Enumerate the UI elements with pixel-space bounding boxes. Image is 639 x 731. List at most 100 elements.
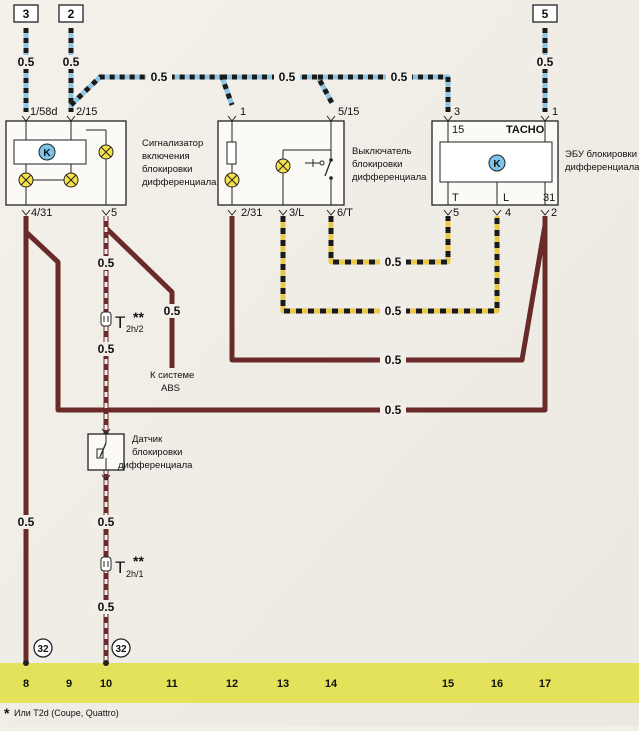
pin-label: 1 <box>240 106 246 118</box>
gauge-label: 0.5 <box>385 403 402 417</box>
bus-number: 12 <box>226 678 238 690</box>
pin-label: 1 <box>552 106 558 118</box>
svg-text:2: 2 <box>68 7 75 21</box>
gauge-label: 0.5 <box>151 70 168 84</box>
bus-number: 16 <box>491 678 503 690</box>
sensor-switch-icon <box>96 434 107 470</box>
top-terminal-3: 3 <box>13 4 39 23</box>
gauge-labels: 0.5 0.5 0.5 0.5 0.5 0.5 0.5 0.5 0.5 0.5 … <box>13 55 557 614</box>
connector-stars: ** <box>133 309 144 325</box>
bus-number: 17 <box>539 678 551 690</box>
indicator-title: дифференциала <box>142 177 217 188</box>
indicator-title: блокировки <box>142 164 193 175</box>
footnote: * Или T2d (Coupe, Quattro) <box>4 705 119 721</box>
pin-label: 6/T <box>337 207 353 219</box>
gauge-label: 0.5 <box>164 304 181 318</box>
ground-point-32: 32 <box>111 638 131 658</box>
indicator-title: включения <box>142 151 190 162</box>
pin-label: 4 <box>505 207 511 219</box>
bus-number: 15 <box>442 678 454 690</box>
svg-text:32: 32 <box>115 644 127 655</box>
gauge-label: 0.5 <box>63 55 80 69</box>
switch-title: дифференциала <box>352 172 427 183</box>
bus-number: 9 <box>66 678 72 690</box>
svg-text:ABS: ABS <box>161 383 180 394</box>
lamp-icon <box>224 172 240 188</box>
connector-t2h-1: T 2h/1 ** <box>100 553 144 579</box>
pin-label: 2/31 <box>241 207 262 219</box>
gauge-label: 0.5 <box>391 70 408 84</box>
pin-label: 1/58d <box>30 106 58 118</box>
connector-t2h-2: T 2h/2 ** <box>100 309 144 334</box>
k-relay-icon: K <box>488 154 506 172</box>
pin-label: 5 <box>453 207 459 219</box>
svg-text:3: 3 <box>23 7 30 21</box>
top-terminal-2: 2 <box>58 4 84 23</box>
lamp-icon <box>63 172 79 188</box>
connector-sub: 2h/2 <box>126 324 144 334</box>
ecu-inner-label: L <box>503 192 509 204</box>
footnote-star: * <box>4 705 10 721</box>
switch-title: Выключатель <box>352 146 412 157</box>
gauge-label: 0.5 <box>98 256 115 270</box>
indicator-unit: K 1/58d 2/15 4/31 5 Сигнализатор включе <box>5 106 217 219</box>
lamp-icon <box>18 172 34 188</box>
pin-label: 2/15 <box>76 106 97 118</box>
svg-text:5: 5 <box>542 7 549 21</box>
gauge-label: 0.5 <box>18 515 35 529</box>
gauge-label: 0.5 <box>385 304 402 318</box>
tacho-label: TACHO <box>506 124 545 136</box>
sensor-title: дифференциала <box>118 460 193 471</box>
gauge-label: 0.5 <box>98 342 115 356</box>
ecu-title: ЭБУ блокировки <box>565 149 637 160</box>
pin-label: 3/L <box>289 207 304 219</box>
lamp-icon <box>98 144 114 160</box>
lamp-icon <box>275 158 291 174</box>
lock-ecu: K 15 TACHO T L 31 3 1 5 4 2 ЭБУ блокиров… <box>431 106 639 219</box>
gauge-label: 0.5 <box>537 55 554 69</box>
indicator-title: Сигнализатор <box>142 138 203 149</box>
gauge-label: 0.5 <box>18 55 35 69</box>
gauge-label: 0.5 <box>98 600 115 614</box>
ecu-inner-label: 31 <box>543 192 555 204</box>
pin-label: 2 <box>551 207 557 219</box>
pin-label: 4/31 <box>31 207 52 219</box>
ecu-title: дифференциала <box>565 162 639 173</box>
gauge-label: 0.5 <box>279 70 296 84</box>
gauge-label: 0.5 <box>98 515 115 529</box>
bus-numbers: 8 9 10 11 12 13 14 15 16 17 <box>23 678 551 690</box>
connector-label: T <box>115 313 125 332</box>
diff-lock-sensor: Датчик блокировки дифференциала <box>87 428 193 481</box>
bus-number: 11 <box>166 678 178 690</box>
bus-number: 8 <box>23 678 29 690</box>
ecu-inner-label: 15 <box>452 124 464 136</box>
blue-wires <box>23 28 548 112</box>
svg-text:K: K <box>43 148 51 159</box>
ground-bus-bar <box>0 663 639 703</box>
sensor-title: Датчик <box>132 434 163 445</box>
ecu-inner-label: T <box>452 192 459 204</box>
connector-stars: ** <box>133 553 144 569</box>
k-relay-icon: K <box>38 143 56 161</box>
sensor-title: блокировки <box>132 447 183 458</box>
gauge-label: 0.5 <box>385 353 402 367</box>
lock-switch: 1 5/15 2/31 3/L 6/T Выключатель блокиров… <box>217 106 427 219</box>
connector-label: T <box>115 558 125 577</box>
bus-number: 14 <box>325 678 338 690</box>
svg-text:К системе: К системе <box>150 370 194 381</box>
brown-wires <box>23 216 548 663</box>
pin-label: 3 <box>454 106 460 118</box>
svg-text:K: K <box>493 159 501 170</box>
svg-text:32: 32 <box>37 644 49 655</box>
bus-number: 10 <box>100 678 112 690</box>
pin-label: 5 <box>111 207 117 219</box>
wire-abs <box>104 226 175 368</box>
gauge-label: 0.5 <box>385 255 402 269</box>
wire-15-bus <box>69 74 451 112</box>
switch-title: блокировки <box>352 159 403 170</box>
wire-4-31-ground <box>23 216 548 413</box>
bus-number: 13 <box>277 678 289 690</box>
switch-contact-icon <box>305 150 333 205</box>
